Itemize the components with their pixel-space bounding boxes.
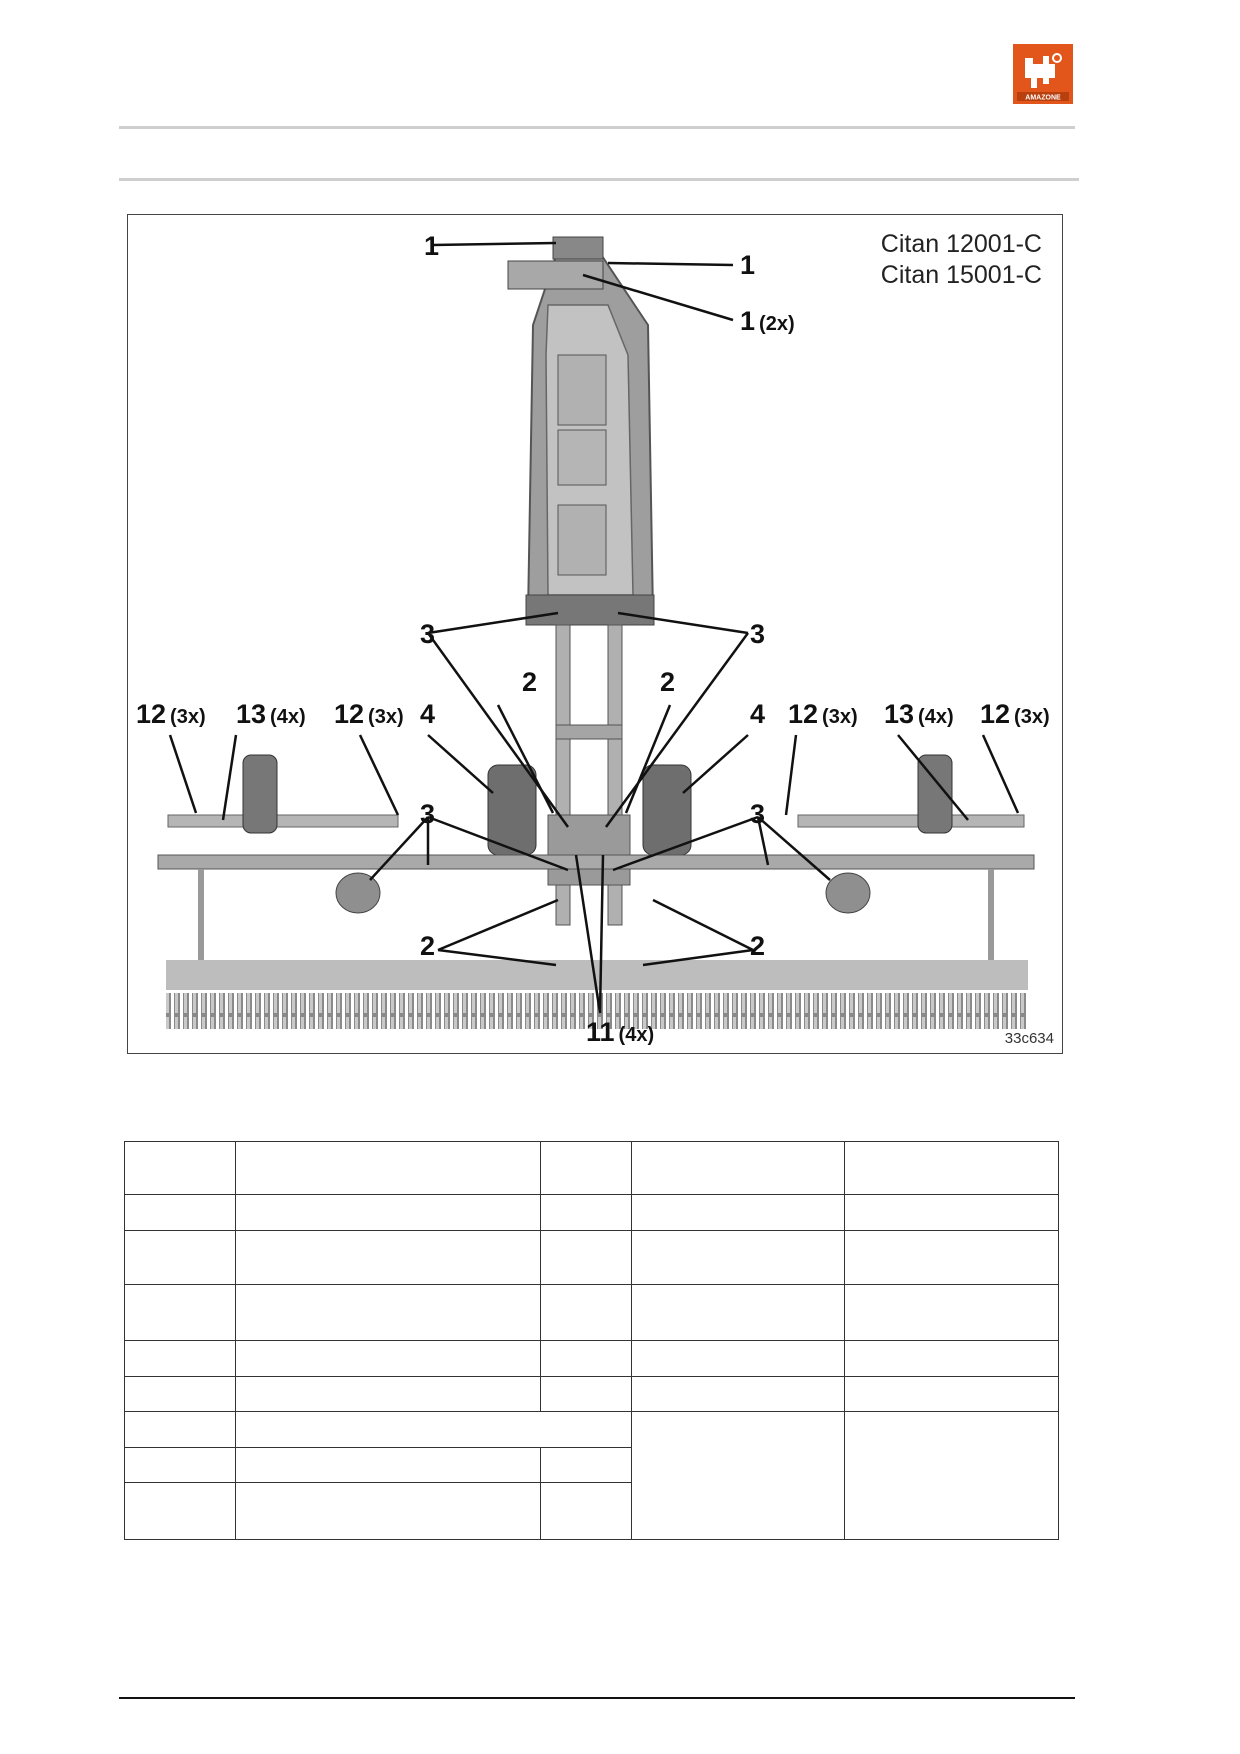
callout-2-bottom-right: 2 <box>750 931 766 961</box>
logo-text: AMAZONE <box>1025 95 1061 102</box>
table-row <box>124 1194 1059 1231</box>
callout-3-mid-right: 3 <box>750 799 766 829</box>
callout-2-left: 2 <box>522 667 538 697</box>
callout-3-mid-left: 3 <box>420 799 436 829</box>
tractor-icon: AMAZONE <box>1013 44 1073 104</box>
callout-1a: 1 <box>424 231 440 261</box>
table-row <box>124 1376 1059 1412</box>
amazone-logo-icon: AMAZONE <box>1013 44 1073 104</box>
callout-2-right: 2 <box>660 667 676 697</box>
header-rule-top <box>119 126 1075 129</box>
header-rule-bottom <box>119 178 1079 181</box>
footer-rule <box>119 1697 1075 1699</box>
caption-model-15001: Citan 15001-C <box>880 261 1042 289</box>
callout-1c: 1(2x) <box>740 306 795 336</box>
callout-12-d: 12(3x) <box>980 699 1050 729</box>
callout-1b: 1 <box>740 250 756 280</box>
callout-12-a: 12(3x) <box>136 699 206 729</box>
callout-4-right: 4 <box>750 699 766 729</box>
table-row <box>124 1447 1059 1483</box>
callout-3-right: 3 <box>750 619 766 649</box>
callout-3-left: 3 <box>420 619 436 649</box>
callout-11: 11(4x) <box>586 1017 655 1047</box>
callout-13-b: 13(4x) <box>884 699 954 729</box>
callout-13-a: 13(4x) <box>236 699 306 729</box>
callout-2-bottom-left: 2 <box>420 931 436 961</box>
table-row <box>124 1411 1059 1540</box>
table-row <box>124 1340 1059 1377</box>
machine-figure: Citan 12001-C Citan 15001-C 33c634 1 1 1… <box>127 214 1063 1054</box>
table-row <box>124 1482 1059 1540</box>
callout-4-left: 4 <box>420 699 436 729</box>
parts-table <box>124 1141 1059 1540</box>
callout-12-c: 12(3x) <box>788 699 858 729</box>
callout-12-b: 12(3x) <box>334 699 404 729</box>
machine-drawing <box>157 236 1035 1029</box>
table-row <box>124 1141 1059 1195</box>
figure-caption: Citan 12001-C Citan 15001-C <box>881 229 1042 291</box>
caption-model-12001: Citan 12001-C <box>880 230 1042 258</box>
table-row <box>124 1284 1059 1341</box>
figure-id: 33c634 <box>1004 1030 1054 1047</box>
table-row <box>124 1230 1059 1285</box>
